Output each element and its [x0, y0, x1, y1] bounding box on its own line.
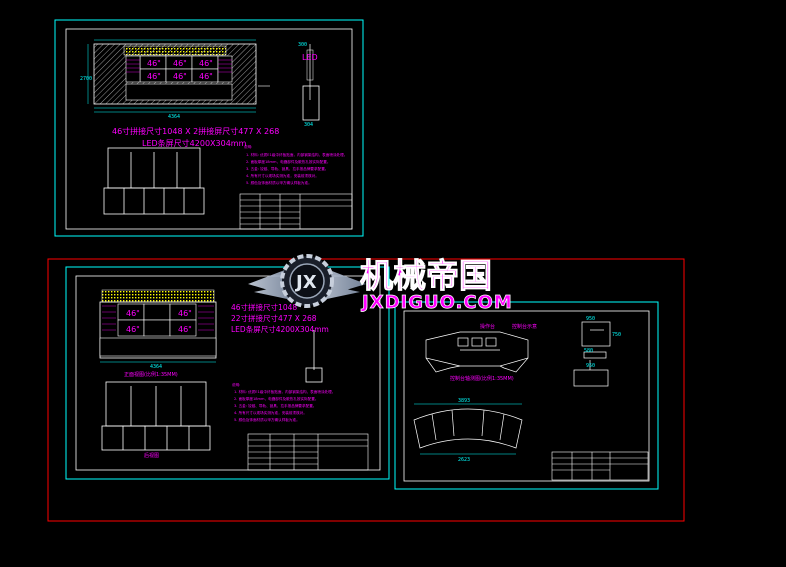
sheet-1-screen-size: 46" [147, 72, 161, 81]
sheet-2-screen-size: 46" [126, 325, 140, 334]
sheet-2-notes-title: 说明: [232, 382, 240, 387]
sheet-3-inner-frame [403, 310, 650, 482]
sheet-1-back-view [103, 147, 205, 215]
sheet-1-width-dimension: 4364 [168, 114, 180, 120]
sheet-2-back-view [101, 381, 211, 451]
sheet-2-note: 5. 颜色及饰面材质以甲方确认样板为准。 [234, 417, 300, 422]
sheet-3-outer-frame [394, 301, 659, 490]
sheet-1-height-dimension: 2700 [80, 76, 92, 82]
sheet-1-screen-size: 46" [199, 59, 213, 68]
sheet-1-screen-size: 46" [173, 59, 187, 68]
sheet-3-top-dimension: 3893 [458, 398, 470, 404]
sheet-2-width-dimension: 4364 [150, 364, 162, 370]
sheet-1-notes-title: 说明: [244, 144, 252, 149]
sheet-1-title-block [239, 193, 353, 230]
sheet-3-iso-caption: 控制台轴测图(比例1:35MM) [450, 375, 514, 382]
sheet-3-section-dimension: 950 [586, 363, 595, 369]
sheet-1-note: 3. 五金: 铰链、导轨、锁具、拉手按品牌要求配置。 [246, 166, 328, 171]
sheet-2-front-view: 46" 46" 46" 46" 4364 正面视图(比例1:35MM) [99, 289, 217, 378]
sheet-1-led-label: LED [302, 53, 318, 62]
sheet-2-back-caption: 后视图 [144, 452, 159, 459]
sheet-3-section-dimension: 750 [612, 332, 621, 338]
sheet-2-front-caption: 正面视图(比例1:35MM) [124, 371, 178, 378]
sheet-3-section-views [573, 321, 611, 387]
drawing-sheet-2: 46" 46" 46" 46" 4364 正面视图(比例1:35MM) 46寸拼… [65, 266, 390, 480]
sheet-2-spec-line-2: 22寸拼接尺寸477 X 268 [231, 313, 317, 323]
sheet-1-spec-line-2: LED条屏尺寸4200X304mm [142, 138, 247, 148]
sheet-1-screen-size: 46" [173, 72, 187, 81]
drawing-sheet-3: 操作台 控制台示意 控制台轴测图(比例1:35MM) 3893 2623 950… [394, 301, 659, 490]
red-boundary-frame [47, 258, 685, 522]
sheet-2-side-view [305, 330, 323, 383]
sheet-3-bottom-dimension: 2623 [458, 457, 470, 463]
sheet-3-console-label: 操作台 [480, 323, 495, 330]
sheet-1-screen-size: 46" [199, 72, 213, 81]
sheet-1-side-dimension: 304 [304, 122, 313, 128]
sheet-2-inner-frame [75, 275, 381, 471]
sheet-2-screen-size: 46" [178, 325, 192, 334]
sheet-1-spec-line-1: 46寸拼接尺寸1048 X 2拼接屏尺寸477 X 268 [112, 126, 279, 136]
sheet-2-note: 2. 面板厚度18mm，电器部件及散热孔按实际配置。 [234, 396, 318, 401]
sheet-2-note: 4. 所有尺寸以现场实测为准，安装前须核对。 [234, 410, 307, 415]
brand-url: JXDIGUO.COM [360, 292, 513, 313]
sheet-1-inner-frame [65, 28, 353, 230]
sheet-2-screen-size: 46" [178, 309, 192, 318]
sheet-1-side-dimension: 300 [298, 42, 307, 48]
sheet-3-title-block [551, 451, 649, 481]
sheet-3-section-dimension: 950 [586, 316, 595, 322]
sheet-3-detail-label: 控制台示意 [512, 323, 537, 330]
brand-badge-letters: JX [294, 272, 317, 293]
sheet-1-note: 4. 所有尺寸以现场实测为准，安装前须核对。 [246, 173, 319, 178]
sheet-1-screen-size: 46" [147, 59, 161, 68]
sheet-2-notes: 说明: 1. 材料: 优质E1级中纤板贴面，内部钢架结构，表面喷涂处理。 2. … [232, 382, 335, 422]
sheet-2-title-block [247, 433, 369, 471]
sheet-3-section-dimension: 580 [584, 348, 593, 354]
sheet-1-notes: 说明: 1. 材料: 优质E1级中纤板贴面，内部钢架结构，表面喷涂处理。 2. … [244, 144, 347, 185]
sheet-3-console-iso [425, 331, 529, 373]
sheet-1-outer-frame [54, 19, 364, 237]
sheet-2-outer-frame [65, 266, 390, 480]
sheet-1-side-view: LED 300 304 [298, 42, 320, 128]
brand-watermark: JX 机械帝国 JXDIGUO.COM [248, 254, 513, 313]
brand-title: 机械帝国 [360, 256, 492, 295]
drawing-sheet-1: 46" 46" 46" 46" 46" 46" 4364 2700 LED [54, 19, 364, 237]
sheet-2-spec-line-3: LED条屏尺寸4200X304mm [231, 324, 329, 334]
sheet-2-note: 3. 五金: 铰链、导轨、锁具、拉手按品牌要求配置。 [234, 403, 316, 408]
sheet-1-note: 1. 材料: 优质E1级中纤板贴面，内部钢架结构，表面喷涂处理。 [246, 152, 347, 157]
sheet-1-note: 5. 颜色及饰面材质以甲方确认样板为准。 [246, 180, 312, 185]
sheet-2-screen-size: 46" [126, 309, 140, 318]
sheet-2-note: 1. 材料: 优质E1级中纤板贴面，内部钢架结构，表面喷涂处理。 [234, 389, 335, 394]
sheet-1-wall-elevation: 46" 46" 46" 46" 46" 46" 4364 2700 [80, 39, 270, 120]
sheet-2-spec-line-1: 46寸拼接尺寸1048 [231, 302, 297, 312]
sheet-3-plan-view [413, 408, 523, 449]
sheet-1-note: 2. 面板厚度18mm，电器部件及散热孔按实际配置。 [246, 159, 330, 164]
